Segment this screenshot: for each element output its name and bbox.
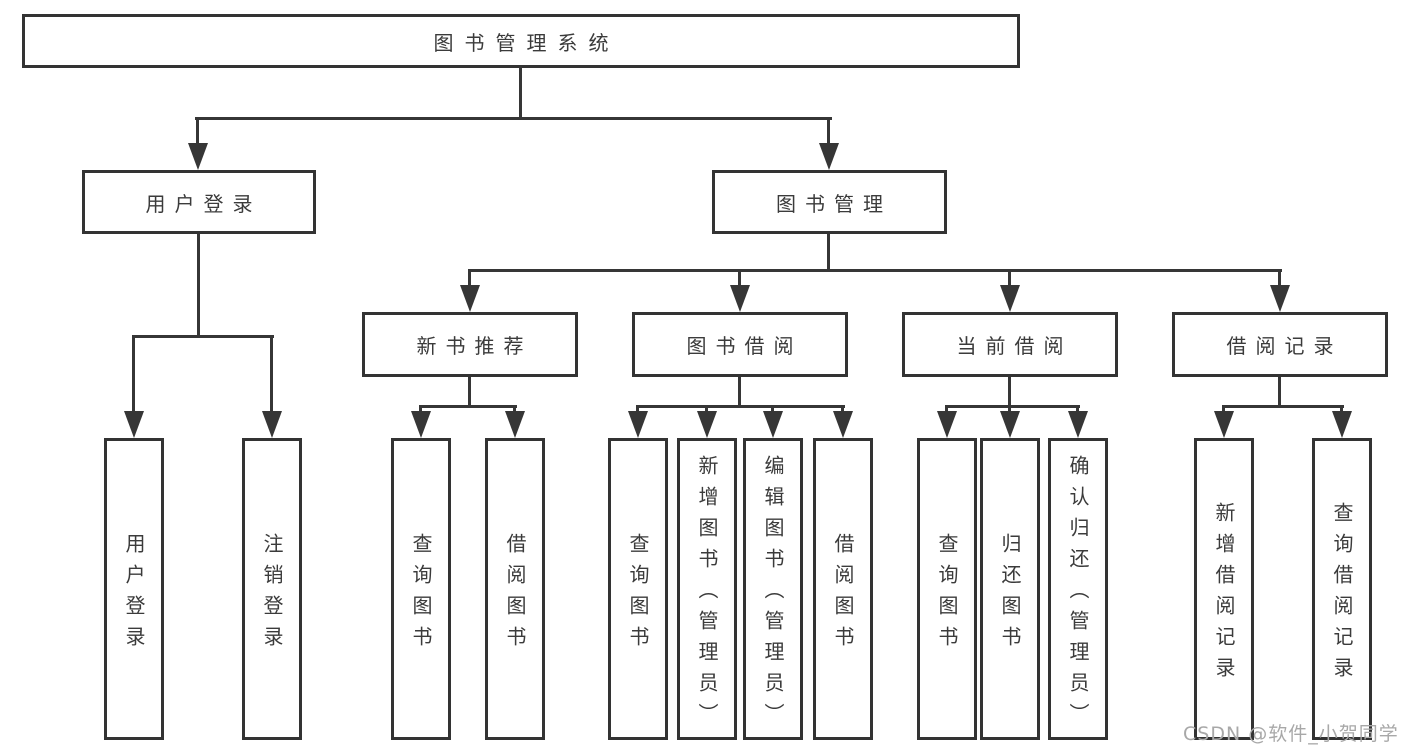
arrowhead-down-icon: [819, 143, 839, 170]
connector-line: [945, 405, 1080, 408]
arrowhead-down-icon: [1270, 285, 1290, 312]
arrowhead-down-icon: [937, 411, 957, 438]
connector-line: [419, 405, 517, 408]
node-new-book-recommend: 新书推荐: [362, 312, 578, 377]
arrowhead-down-icon: [628, 411, 648, 438]
leaf-borrow-query-books: 查询图书: [608, 438, 668, 740]
arrowhead-down-icon: [188, 143, 208, 170]
connector-line: [132, 335, 274, 338]
leaf-records-add-record: 新增借阅记录: [1194, 438, 1254, 740]
arrowhead-down-icon: [1332, 411, 1352, 438]
leaf-rec-borrow-books: 借阅图书: [485, 438, 545, 740]
leaf-logout: 注销登录: [242, 438, 302, 740]
connector-line: [1076, 405, 1079, 415]
connector-line: [738, 269, 741, 289]
connector-line: [636, 405, 639, 415]
connector-line: [132, 335, 135, 413]
node-borrow-records: 借阅记录: [1172, 312, 1388, 377]
connector-line: [945, 405, 948, 415]
connector-line: [1008, 377, 1011, 407]
connector-line: [1008, 269, 1011, 289]
connector-line: [197, 234, 200, 337]
connector-line: [419, 405, 422, 415]
leaf-current-query-books: 查询图书: [917, 438, 977, 740]
connector-line: [705, 405, 708, 415]
arrowhead-down-icon: [1214, 411, 1234, 438]
connector-line: [1222, 405, 1225, 415]
connector-line: [1340, 405, 1343, 415]
connector-line: [195, 117, 832, 120]
connector-line: [519, 67, 522, 119]
connector-line: [468, 269, 1282, 272]
arrowhead-down-icon: [697, 411, 717, 438]
leaf-current-confirm-return-admin: 确认归还（管理员）: [1048, 438, 1108, 740]
leaf-borrow-edit-books-admin: 编辑图书（管理员）: [743, 438, 803, 740]
connector-line: [636, 405, 845, 408]
connector-line: [270, 335, 273, 413]
arrowhead-down-icon: [505, 411, 525, 438]
node-current-borrow: 当前借阅: [902, 312, 1118, 377]
leaf-rec-query-books: 查询图书: [391, 438, 451, 740]
connector-line: [468, 269, 471, 289]
arrowhead-down-icon: [124, 411, 144, 438]
connector-line: [1008, 405, 1011, 415]
leaf-user-login: 用户登录: [104, 438, 164, 740]
node-book-borrow: 图书借阅: [632, 312, 848, 377]
arrowhead-down-icon: [1000, 285, 1020, 312]
connector-line: [513, 405, 516, 415]
connector-line: [468, 377, 471, 407]
leaf-records-query-record: 查询借阅记录: [1312, 438, 1372, 740]
arrowhead-down-icon: [833, 411, 853, 438]
arrowhead-down-icon: [460, 285, 480, 312]
arrowhead-down-icon: [763, 411, 783, 438]
node-user-login: 用户登录: [82, 170, 316, 234]
connector-line: [1222, 405, 1344, 408]
connector-line: [827, 117, 830, 145]
arrowhead-down-icon: [1000, 411, 1020, 438]
connector-line: [1278, 269, 1281, 289]
leaf-current-return-books: 归还图书: [980, 438, 1040, 740]
watermark: CSDN @软件_小贺同学: [1183, 723, 1399, 745]
connector-line: [841, 405, 844, 415]
leaf-borrow-add-books-admin: 新增图书（管理员）: [677, 438, 737, 740]
node-book-management: 图书管理: [712, 170, 947, 234]
connector-line: [1278, 377, 1281, 407]
arrowhead-down-icon: [262, 411, 282, 438]
connector-line: [196, 117, 199, 145]
connector-line: [738, 377, 741, 407]
leaf-borrow-borrow-books: 借阅图书: [813, 438, 873, 740]
arrowhead-down-icon: [730, 285, 750, 312]
connector-line: [771, 405, 774, 415]
arrowhead-down-icon: [1068, 411, 1088, 438]
arrowhead-down-icon: [411, 411, 431, 438]
node-library-system: 图书管理系统: [22, 14, 1020, 68]
connector-line: [827, 234, 830, 271]
